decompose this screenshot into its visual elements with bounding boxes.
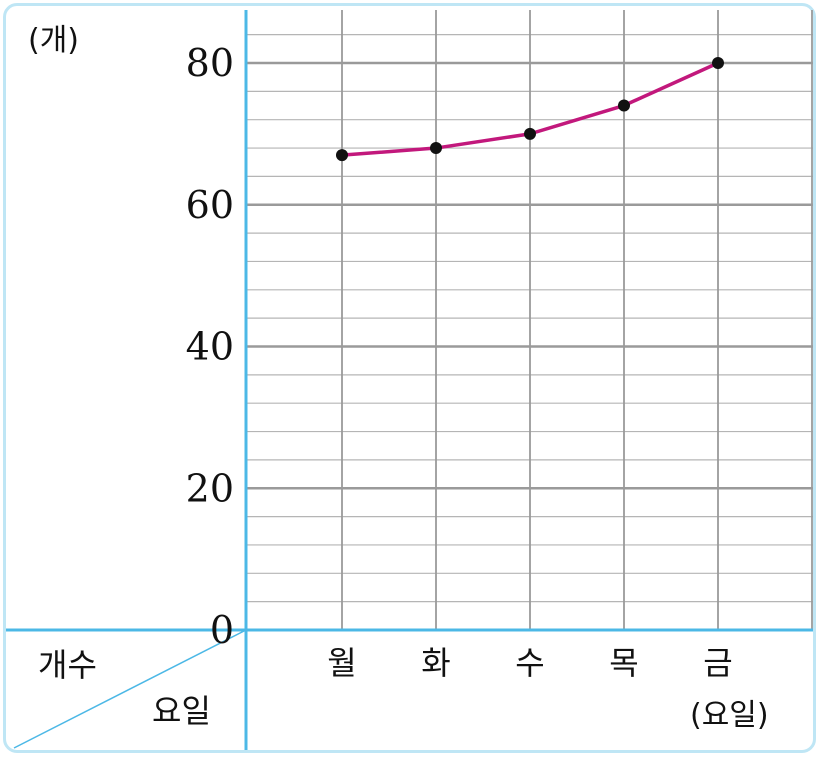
x-category-label: 화	[421, 644, 450, 682]
data-point	[430, 142, 442, 155]
y-tick-label: 0	[210, 608, 234, 652]
data-point	[524, 127, 536, 140]
corner-header-day: 요일	[152, 692, 211, 730]
data-point	[618, 99, 630, 112]
y-tick-label: 60	[186, 183, 234, 227]
x-unit-label: (요일)	[690, 698, 769, 733]
x-category-label: 월	[327, 644, 356, 682]
chart-frame	[3, 3, 816, 753]
series-line	[336, 57, 724, 162]
y-unit-label: (개)	[28, 23, 79, 58]
data-point	[712, 57, 724, 69]
grid-lines	[246, 10, 813, 630]
data-point	[336, 149, 348, 162]
corner-diagonal	[13, 629, 247, 749]
x-category-label: 목	[609, 644, 638, 682]
x-category-label: 수	[515, 644, 544, 682]
corner-header-count: 개수	[38, 646, 97, 684]
y-tick-label: 80	[186, 41, 234, 85]
y-tick-labels: 0 20 40 60 80	[186, 41, 234, 652]
y-tick-label: 20	[186, 466, 234, 510]
axes	[6, 10, 813, 750]
x-category-label: 금	[703, 644, 732, 682]
y-tick-label: 40	[186, 325, 234, 369]
